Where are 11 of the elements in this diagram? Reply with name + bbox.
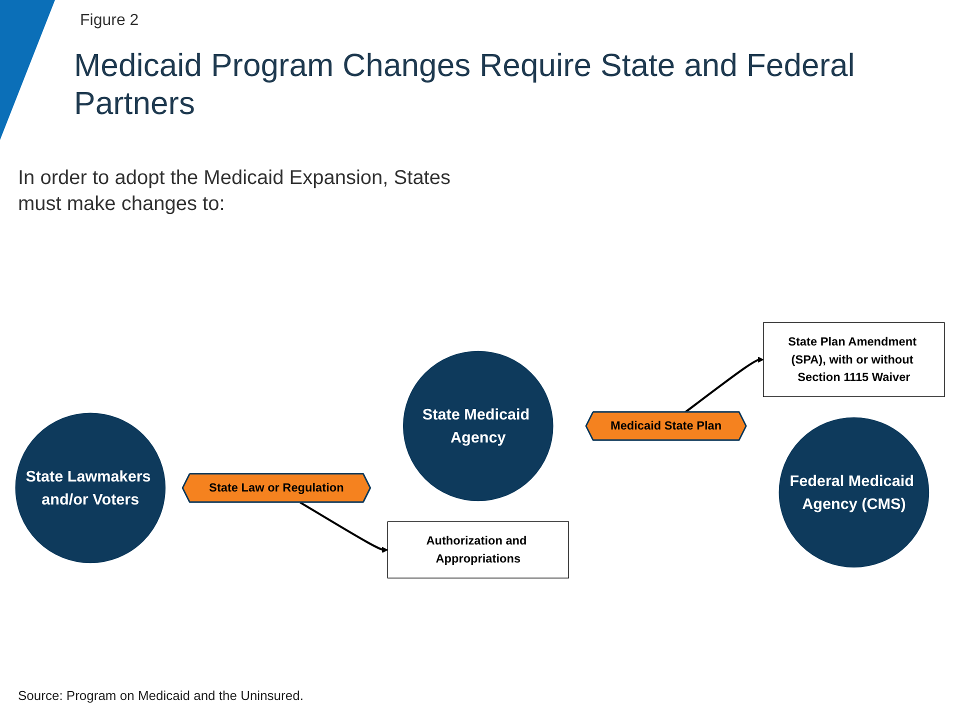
title: Medicaid Program Changes Require State and Federal Partners (74, 46, 856, 123)
node-circle: Federal Medicaid Agency (CMS) (778, 416, 930, 568)
node-circle: State Medicaid Agency (402, 350, 554, 501)
node-box: Authorization and Appropriations (387, 521, 569, 578)
arrow (684, 356, 764, 413)
intro-text: In order to adopt the Medicaid Expansion, States must make changes to: (18, 166, 452, 217)
figure-number: Figure 2 (80, 12, 139, 30)
node-box: State Plan Amendment (SPA), with or without Section 1115 Waiver (763, 322, 945, 397)
arrow (300, 501, 388, 553)
node-circle: State Lawmakers and/or Voters (15, 412, 166, 563)
source-note: Source: Program on Medicaid and the Uninsured. (18, 688, 304, 703)
